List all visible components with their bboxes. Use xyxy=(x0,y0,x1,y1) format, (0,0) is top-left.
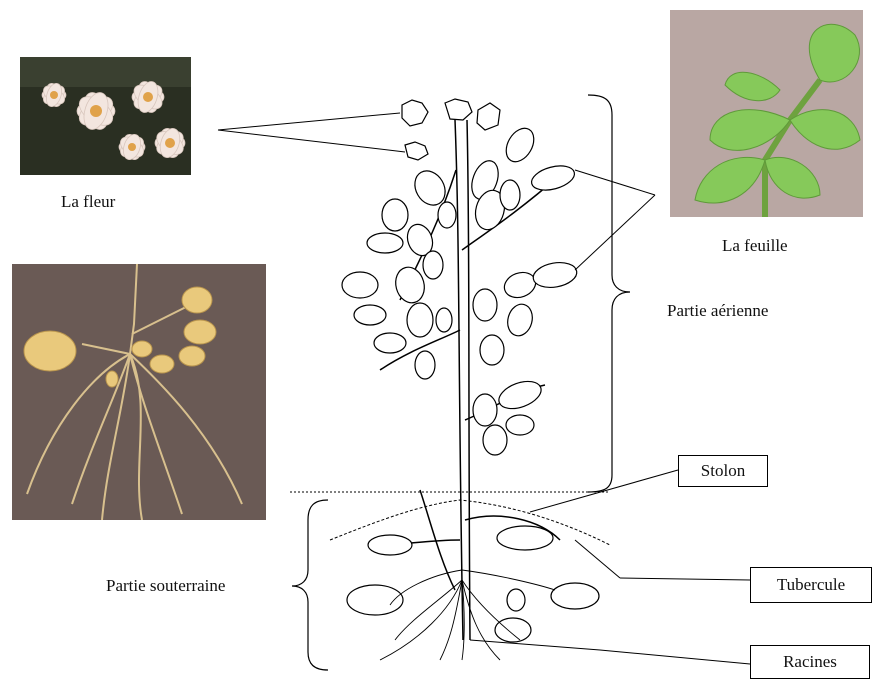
stolon-label-box: Stolon xyxy=(678,455,768,487)
tuber-label-box: Tubercule xyxy=(750,567,872,603)
underground-part-label: Partie souterraine xyxy=(106,576,225,596)
tuber-label: Tubercule xyxy=(777,575,845,595)
aerial-part-label: Partie aérienne xyxy=(667,301,768,321)
roots-label-box: Racines xyxy=(750,645,870,679)
roots-label: Racines xyxy=(783,652,837,672)
stolon-label: Stolon xyxy=(701,461,745,481)
